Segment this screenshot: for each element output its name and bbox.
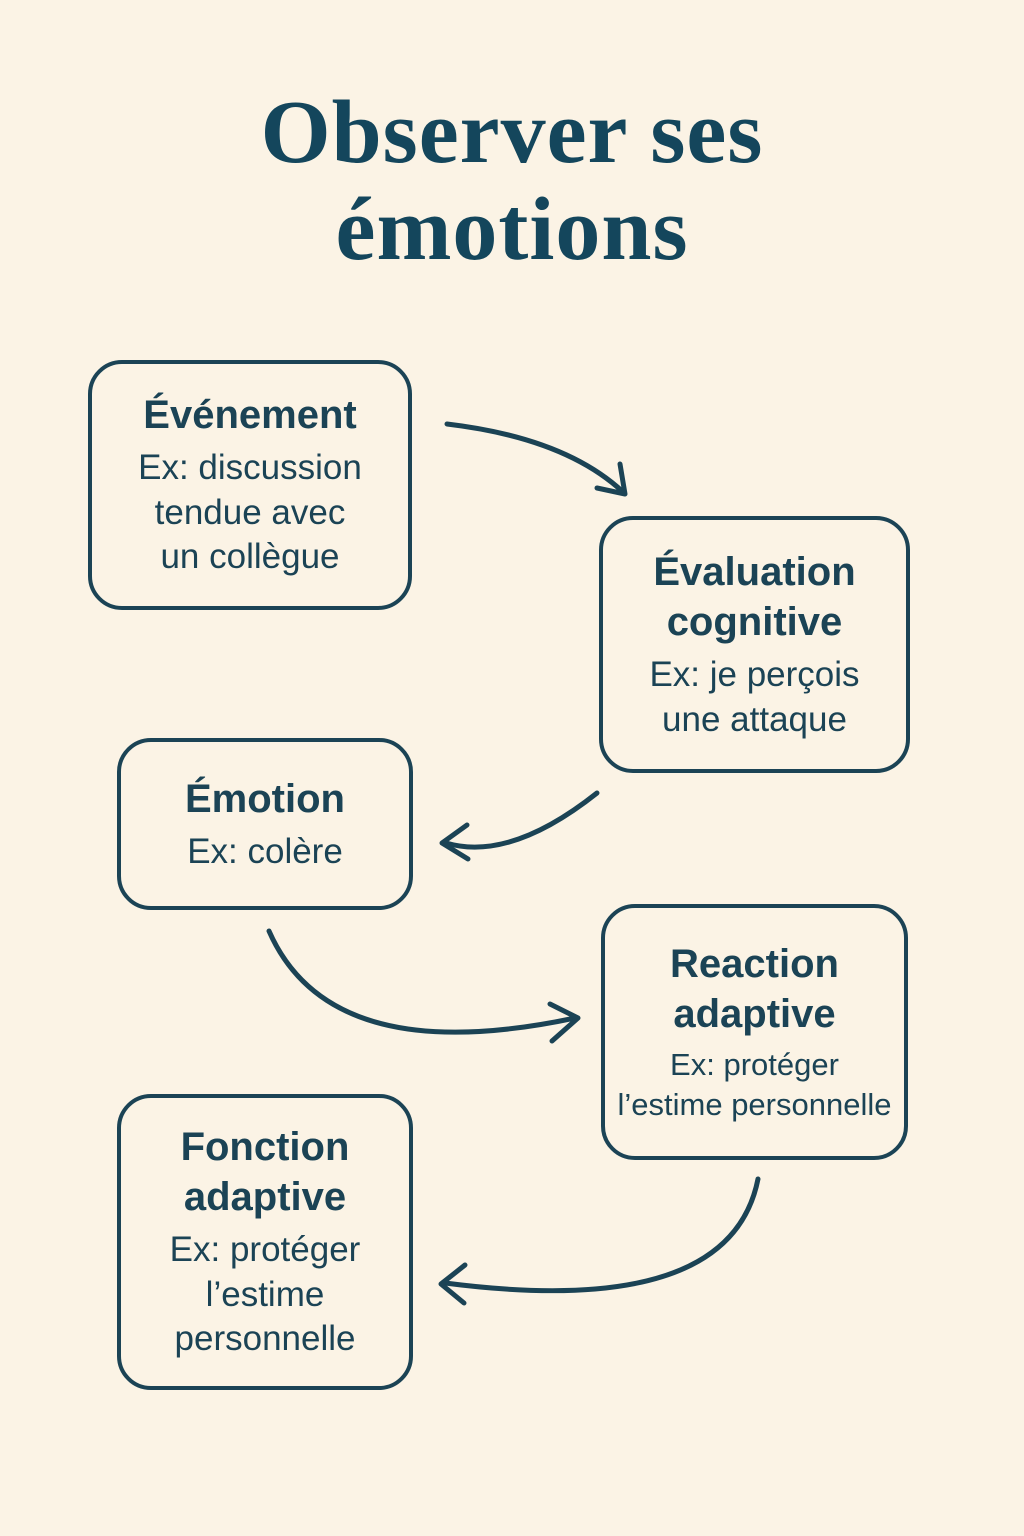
flow-box-reaction-adaptive: Reaction adaptive Ex: protéger l’estime … [601, 904, 908, 1160]
flow-box-evaluation-cognitive: Évaluation cognitive Ex: je perçois une … [599, 516, 910, 773]
box-title: Reaction adaptive [670, 942, 839, 1037]
arrow-emotion-to-reaction-icon [266, 928, 581, 1044]
box-title: Émotion [185, 776, 345, 821]
box-example: Ex: protéger l’estime personnelle [169, 1229, 361, 1359]
box-title: Événement [143, 392, 357, 437]
arrow-event-to-evaluation-icon [444, 421, 628, 497]
box-example: Ex: colère [187, 831, 343, 871]
arrow-reaction-to-fonction-icon [438, 1176, 761, 1306]
flow-box-fonction-adaptive: Fonction adaptive Ex: protéger l’estime … [117, 1094, 413, 1390]
page-title: Observer ses émotions [260, 83, 764, 280]
arrow-evaluation-to-emotion-icon [439, 790, 600, 862]
box-example: Ex: je perçois une attaque [649, 654, 860, 739]
box-title: Fonction adaptive [180, 1124, 350, 1219]
box-title: Évaluation cognitive [653, 549, 856, 644]
box-example: Ex: discussion tendue avec un collègue [138, 447, 362, 577]
flow-box-evenement: Événement Ex: discussion tendue avec un … [88, 360, 412, 610]
box-example: Ex: protéger l’estime personnelle [617, 1047, 892, 1122]
flow-box-emotion: Émotion Ex: colère [117, 738, 413, 910]
